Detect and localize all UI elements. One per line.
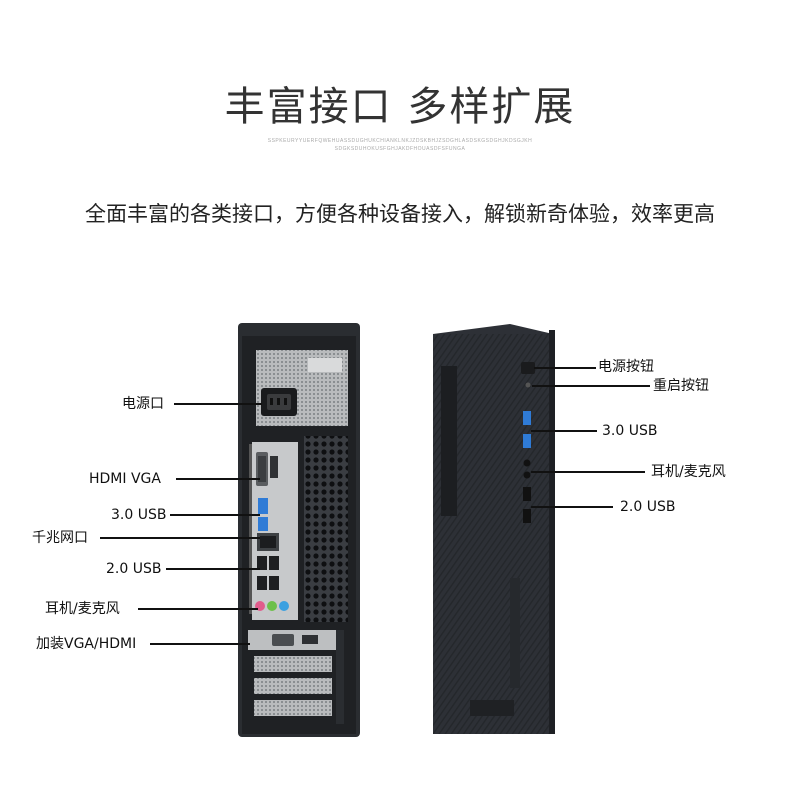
- leader-addon-vga-hdmi: [150, 643, 250, 645]
- leader-rear-usb20: [166, 568, 260, 570]
- label-addon-vga-hdmi: 加装VGA/HDMI: [36, 636, 137, 652]
- label-power-port: 电源口: [122, 396, 164, 412]
- label-power-button: 电源按钮: [598, 359, 654, 375]
- label-hdmi-vga: HDMI VGA: [89, 471, 161, 487]
- expansion-card: [248, 630, 344, 650]
- page-title: 丰富接口 多样扩展: [224, 84, 576, 130]
- leader-front-audio: [531, 471, 645, 473]
- leader-front-usb20: [531, 506, 613, 508]
- leader-hdmi-vga: [176, 478, 260, 480]
- front-chassis: [433, 324, 555, 734]
- label-reset-button: 重启按钮: [653, 378, 709, 394]
- line-in-jack: [279, 601, 289, 611]
- label-front-usb20: 2.0 USB: [620, 499, 676, 515]
- power-button-shape: [521, 362, 535, 374]
- decorative-subtitle-line-2: SDGKSDUHOKUSFGHJAKDFHOUASDFSFUNGA: [334, 146, 466, 152]
- rear-vent: [304, 436, 348, 622]
- rear-chassis: [238, 323, 360, 737]
- label-rear-usb20: 2.0 USB: [106, 561, 162, 577]
- leader-rear-usb30: [170, 514, 260, 516]
- label-rear-usb30: 3.0 USB: [111, 507, 167, 523]
- reset-button-shape: [525, 382, 531, 388]
- line-out-jack: [267, 601, 277, 611]
- label-rear-audio: 耳机/麦克风: [45, 601, 120, 617]
- label-front-audio: 耳机/麦克风: [651, 464, 726, 480]
- leader-front-usb30: [531, 430, 597, 432]
- mic-jack: [255, 601, 265, 611]
- decorative-subtitle-line-1: SSPKEURYYUERFQWEHUASSDUGHUKCHIANKLNKJZDS…: [267, 138, 533, 144]
- label-ethernet: 千兆网口: [32, 530, 88, 546]
- leader-reset-button: [532, 385, 650, 387]
- leader-power-port: [174, 403, 262, 405]
- label-front-usb30: 3.0 USB: [602, 423, 658, 439]
- optical-bay: [441, 366, 457, 516]
- tagline: 全面丰富的各类接口，方便各种设备接入，解锁新奇体验，效率更高: [85, 202, 715, 226]
- leader-ethernet: [100, 537, 260, 539]
- leader-rear-audio: [138, 608, 258, 610]
- leader-power-button: [534, 367, 596, 369]
